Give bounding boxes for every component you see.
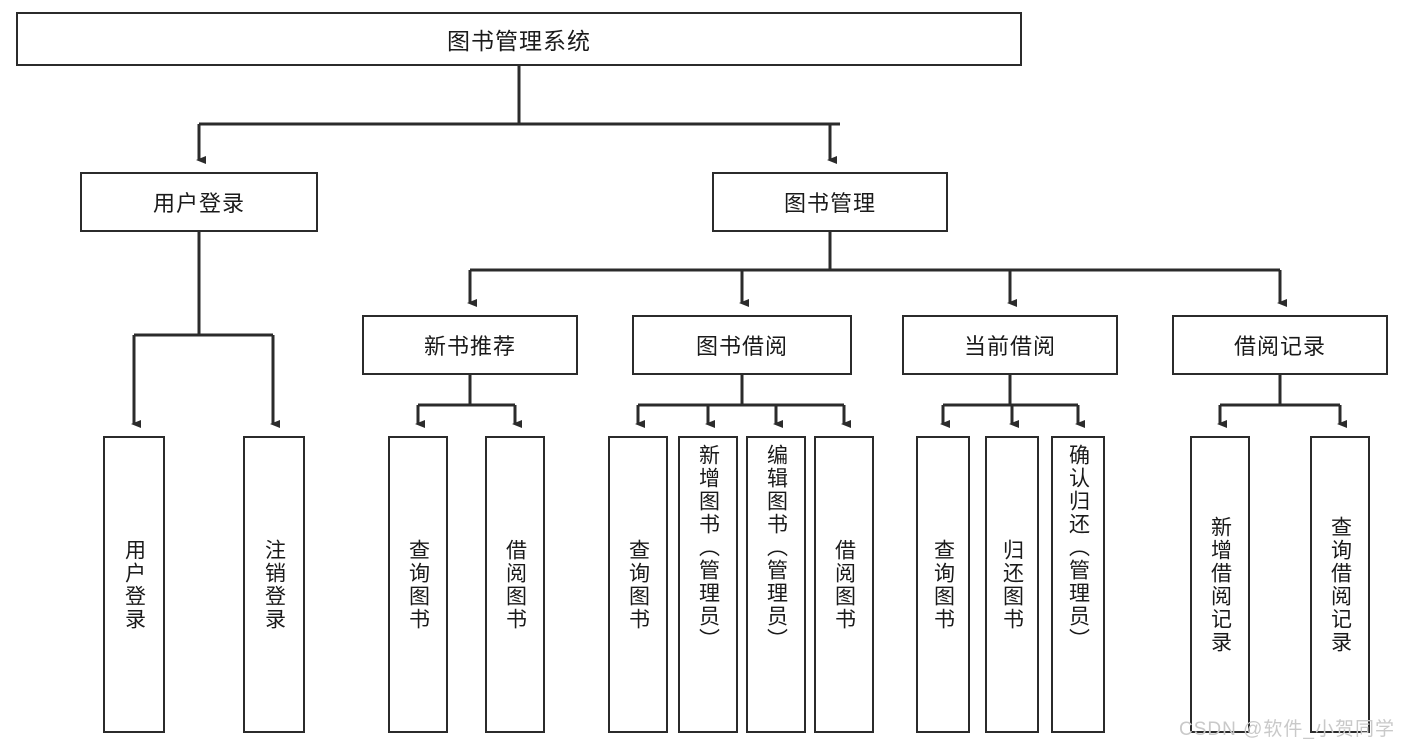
leaf-confirm-return-admin[interactable]: 确认归还（管理员）: [1051, 436, 1105, 733]
node-label: 图书借阅: [695, 334, 788, 359]
node-label: 新增图书（管理员）: [696, 444, 720, 651]
node-label: 图书管理系统: [447, 28, 591, 54]
node-current-borrow[interactable]: 当前借阅: [902, 315, 1118, 375]
node-label: 查询借阅记录: [1328, 515, 1352, 654]
node-label: 新书推荐: [423, 334, 516, 359]
node-book-borrow[interactable]: 图书借阅: [632, 315, 852, 375]
node-label: 归还图书: [1000, 538, 1024, 631]
node-label: 确认归还（管理员）: [1066, 444, 1090, 651]
leaf-user-login[interactable]: 用户登录: [103, 436, 165, 733]
node-new-book-recommend[interactable]: 新书推荐: [362, 315, 578, 375]
leaf-query-books-recommend[interactable]: 查询图书: [388, 436, 448, 733]
leaf-query-books-current[interactable]: 查询图书: [916, 436, 970, 733]
node-root[interactable]: 图书管理系统: [16, 12, 1022, 66]
node-label: 编辑图书（管理员）: [764, 444, 788, 651]
node-label: 用户登录: [152, 191, 245, 216]
leaf-logout[interactable]: 注销登录: [243, 436, 305, 733]
node-label: 图书管理: [783, 191, 876, 216]
leaf-query-books-borrow[interactable]: 查询图书: [608, 436, 668, 733]
leaf-edit-book-admin[interactable]: 编辑图书（管理员）: [746, 436, 806, 733]
leaf-return-books[interactable]: 归还图书: [985, 436, 1039, 733]
leaf-borrow-books-recommend[interactable]: 借阅图书: [485, 436, 545, 733]
node-label: 借阅记录: [1233, 334, 1326, 359]
node-label: 借阅图书: [832, 538, 856, 631]
node-label: 查询图书: [406, 538, 430, 631]
leaf-add-book-admin[interactable]: 新增图书（管理员）: [678, 436, 738, 733]
node-label: 借阅图书: [503, 538, 527, 631]
node-label: 新增借阅记录: [1208, 515, 1232, 654]
node-label: 查询图书: [626, 538, 650, 631]
leaf-borrow-books[interactable]: 借阅图书: [814, 436, 874, 733]
leaf-query-borrow-record[interactable]: 查询借阅记录: [1310, 436, 1370, 733]
node-label: 注销登录: [262, 538, 286, 631]
node-label: 查询图书: [931, 538, 955, 631]
node-book-management[interactable]: 图书管理: [712, 172, 948, 232]
node-label: 当前借阅: [963, 334, 1056, 359]
node-borrow-record[interactable]: 借阅记录: [1172, 315, 1388, 375]
leaf-add-borrow-record[interactable]: 新增借阅记录: [1190, 436, 1250, 733]
node-label: 用户登录: [122, 538, 146, 631]
node-user-login[interactable]: 用户登录: [80, 172, 318, 232]
